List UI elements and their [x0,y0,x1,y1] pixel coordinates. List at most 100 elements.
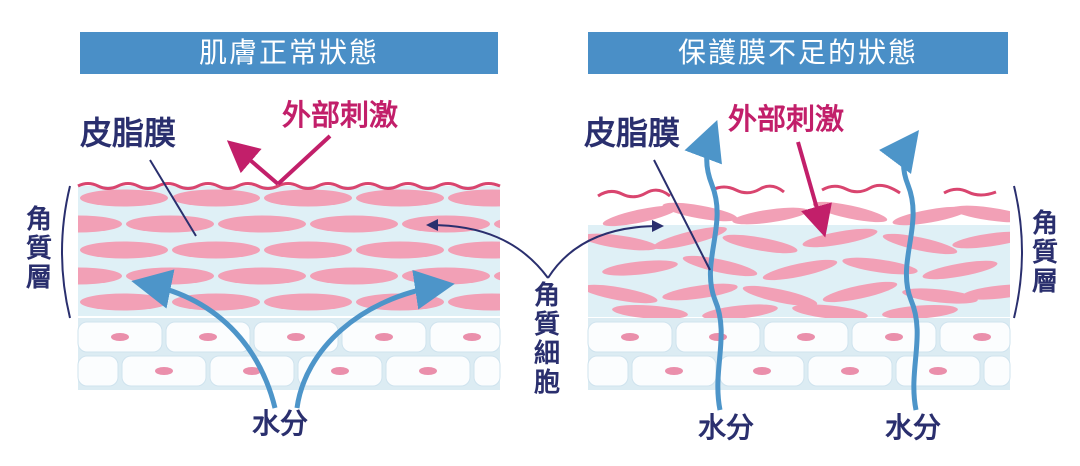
corneocyte-cell [952,231,1010,249]
cell-nucleus [709,333,727,341]
left-stimulus-label: 外部刺激 [282,98,399,132]
corneocyte-cell [922,260,998,280]
corneocyte-cell [962,284,1010,300]
right-water-label-1: 水分 [698,411,755,444]
corneocyte-cell [762,259,838,281]
corneocyte-cell [952,205,1010,223]
corneocyte-label: 角質細胞 [533,281,560,399]
corneocyte-cell [218,215,306,233]
corneocyte-cell [448,189,500,207]
corneocyte-cell [264,293,352,311]
left-sebum-membrane [77,182,501,190]
corneocyte-cell [602,260,678,276]
corneocyte-cell [356,241,444,259]
cell-nucleus [621,333,639,341]
base-cell [587,355,629,387]
right-panel-title: 保護膜不足的狀態 [588,32,1008,74]
corneocyte-cell [588,233,658,251]
left-sebum-leader [149,159,197,237]
corneocyte-cell [310,215,398,233]
cell-nucleus [111,333,129,341]
corneocyte-cell [218,267,306,285]
right-stratum-bracket [1013,185,1023,319]
left-corneocytes [0,189,500,311]
corneocyte-cell [494,271,500,281]
corneocyte-cell [812,201,888,223]
left-stimulus-incoming-line [276,134,332,186]
corneocyte-cell [78,215,122,233]
right-base-cells [587,321,1011,387]
cell-nucleus [243,367,261,375]
left-stimulus-deflect-arrow [226,140,280,186]
cell-nucleus [375,333,393,341]
corneocyte-cell [0,190,76,207]
cell-nucleus [665,367,683,375]
corneocyte-cell [448,241,500,259]
cell-nucleus [419,367,437,375]
cell-nucleus [753,367,771,375]
right-water-escape-arrow-2 [879,129,920,411]
left-water-label: 水分 [252,407,309,440]
corneocyte-cell [310,267,398,285]
corneocyte-cell [126,267,214,285]
corneocyte-cell [172,241,260,259]
corneocyte-cell [742,285,818,307]
corneocyte-cell [448,293,500,311]
corneocyte-cell [612,304,688,320]
corneocyte-cell [588,284,658,304]
corneocyte-cell [792,304,868,320]
left-sebum-label: 皮脂膜 [80,114,177,152]
cell-nucleus [155,367,173,375]
corneocyte-cell [902,288,978,304]
corneocyte-cell [78,267,122,285]
right-water-escape-arrow-1 [684,119,724,411]
corneocyte-cell [882,304,958,320]
right-water-label-2: 水分 [885,411,942,444]
cell-nucleus [331,367,349,375]
corneocyte-cell [882,233,958,255]
right-stratum-label: 角質層 [1031,209,1058,298]
right-sebum-fragment-3 [821,183,901,195]
right-stimulus-label: 外部刺激 [728,102,845,136]
cell-nucleus [929,367,947,375]
right-sebum-leader [653,159,711,271]
cell-nucleus [797,333,815,341]
left-stratum-label: 角質層 [25,205,52,294]
left-water-arrow-left [131,269,278,409]
left-water-arrow-right [294,269,455,409]
right-sebum-label: 皮脂膜 [584,114,681,152]
corneocyte-cell [602,205,678,227]
corneocyte-cell [802,228,878,248]
right-stimulus-arrow [796,141,832,238]
corneocyte-cell [682,255,758,277]
corneocyte-cell [842,257,918,275]
corneocyte-cell [172,293,260,311]
base-cell [983,355,1011,387]
cell-nucleus [463,333,481,341]
corneocyte-cell [653,226,727,250]
corneocyte-cell [80,241,168,259]
corneocyte-cell [264,241,352,259]
right-sebum-fragment-1 [597,188,671,199]
right-sebum-fragment-2 [711,184,785,195]
corneocyte-cell [402,267,490,285]
left-skin-layers [0,182,501,390]
corneocyte-cell [494,219,500,229]
base-cell [473,355,501,387]
right-corneocytes [588,201,1010,320]
left-base-cells [77,321,501,387]
corneocyte-cell [264,189,352,207]
corneocyte-leader-right [547,220,664,279]
base-cell [77,355,119,387]
corneocyte-cell [126,215,214,233]
cell-nucleus [287,333,305,341]
corneocyte-cell [732,207,808,225]
left-stratum-bracket [61,185,71,319]
cell-nucleus [973,333,991,341]
corneocyte-cell [172,189,260,207]
corneocyte-leader-left [426,219,549,279]
right-skin-layers [587,183,1011,390]
cell-nucleus [885,333,903,341]
